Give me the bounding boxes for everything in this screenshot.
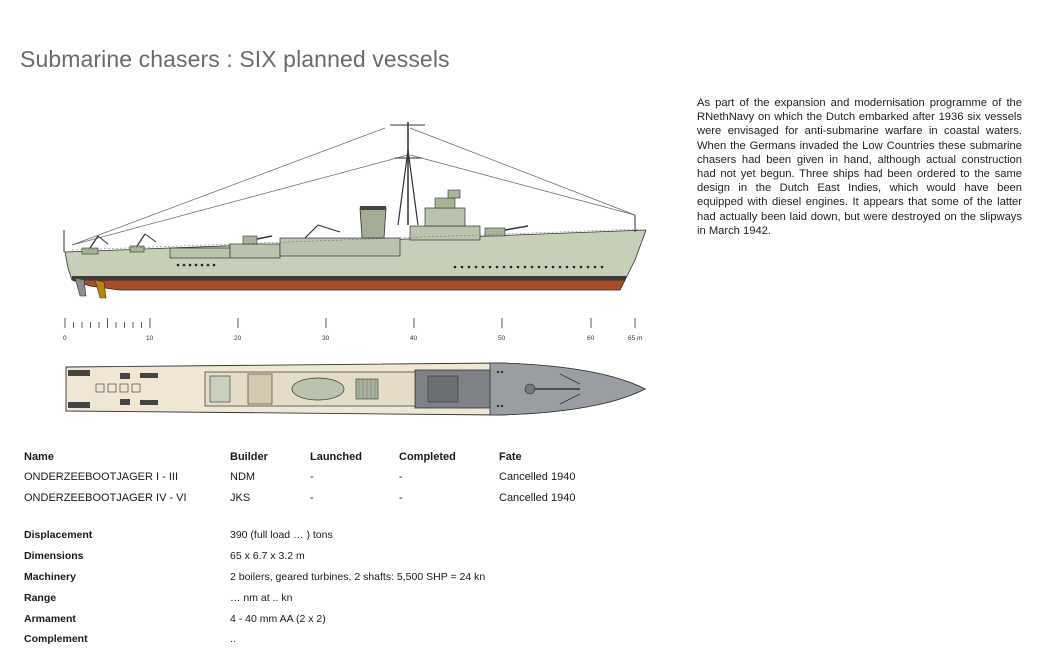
header-fate: Fate — [499, 450, 522, 463]
header-completed: Completed — [399, 450, 456, 463]
scale-label-65: 65 m — [628, 335, 642, 342]
spec-row-range: Range … nm at .. kn — [24, 587, 485, 608]
cell-builder: NDM — [230, 470, 256, 483]
header-builder: Builder — [230, 450, 268, 463]
spec-value: 390 (full load … ) tons — [230, 529, 333, 542]
spec-value: .. — [230, 633, 236, 646]
cell-name: ONDERZEEBOOTJAGER I - III — [24, 470, 179, 483]
spec-value: … nm at .. kn — [230, 591, 293, 604]
cell-completed: - — [399, 470, 403, 483]
spec-label: Displacement — [24, 529, 93, 542]
spec-value: 4 - 40 mm AA (2 x 2) — [230, 612, 326, 625]
scale-label-10: 10 — [146, 335, 154, 342]
ship-plan-drawing — [65, 362, 646, 416]
table-header-row: Name Builder Launched Completed Fate — [24, 447, 619, 466]
spec-row-displacement: Displacement 390 (full load … ) tons — [24, 525, 485, 546]
cell-launched: - — [310, 491, 314, 504]
description-text: As part of the expansion and modernisati… — [697, 97, 1022, 237]
scale-label-30: 30 — [322, 335, 330, 342]
cell-completed: - — [399, 491, 403, 504]
header-launched: Launched — [310, 450, 362, 463]
spec-value: 65 x 6.7 x 3.2 m — [230, 550, 305, 563]
cell-fate: Cancelled 1940 — [499, 470, 576, 483]
scale-label-20: 20 — [234, 335, 242, 342]
spec-row-complement: Complement .. — [24, 629, 485, 650]
scale-bar: 0 10 20 30 40 50 60 65 m — [63, 318, 642, 342]
spec-row-dimensions: Dimensions 65 x 6.7 x 3.2 m — [24, 546, 485, 567]
ships-table: Name Builder Launched Completed Fate OND… — [24, 447, 619, 508]
table-row: ONDERZEEBOOTJAGER I - III NDM - - Cancel… — [24, 466, 619, 487]
spec-label: Range — [24, 591, 57, 604]
cell-name: ONDERZEEBOOTJAGER IV - VI — [24, 491, 187, 504]
specs-table: Displacement 390 (full load … ) tons Dim… — [24, 525, 485, 650]
scale-label-60: 60 — [587, 335, 595, 342]
scale-label-40: 40 — [410, 335, 418, 342]
spec-label: Dimensions — [24, 550, 84, 563]
spec-label: Armament — [24, 612, 76, 625]
spec-value: 2 boilers, geared turbines, 2 shafts: 5,… — [230, 570, 486, 583]
scale-label-0: 0 — [63, 335, 67, 342]
ship-profile-drawing — [63, 122, 647, 299]
spec-label: Complement — [24, 633, 88, 646]
cell-builder: JKS — [230, 491, 251, 504]
spec-label: Machinery — [24, 570, 76, 583]
spec-row-armament: Armament 4 - 40 mm AA (2 x 2) — [24, 608, 485, 629]
table-row: ONDERZEEBOOTJAGER IV - VI JKS - - Cancel… — [24, 487, 619, 508]
cell-launched: - — [310, 470, 314, 483]
cell-fate: Cancelled 1940 — [499, 491, 576, 504]
spec-row-machinery: Machinery 2 boilers, geared turbines, 2 … — [24, 567, 485, 588]
header-name: Name — [24, 450, 54, 463]
scale-label-50: 50 — [498, 335, 506, 342]
page-title: Submarine chasers : SIX planned vessels — [20, 46, 450, 72]
